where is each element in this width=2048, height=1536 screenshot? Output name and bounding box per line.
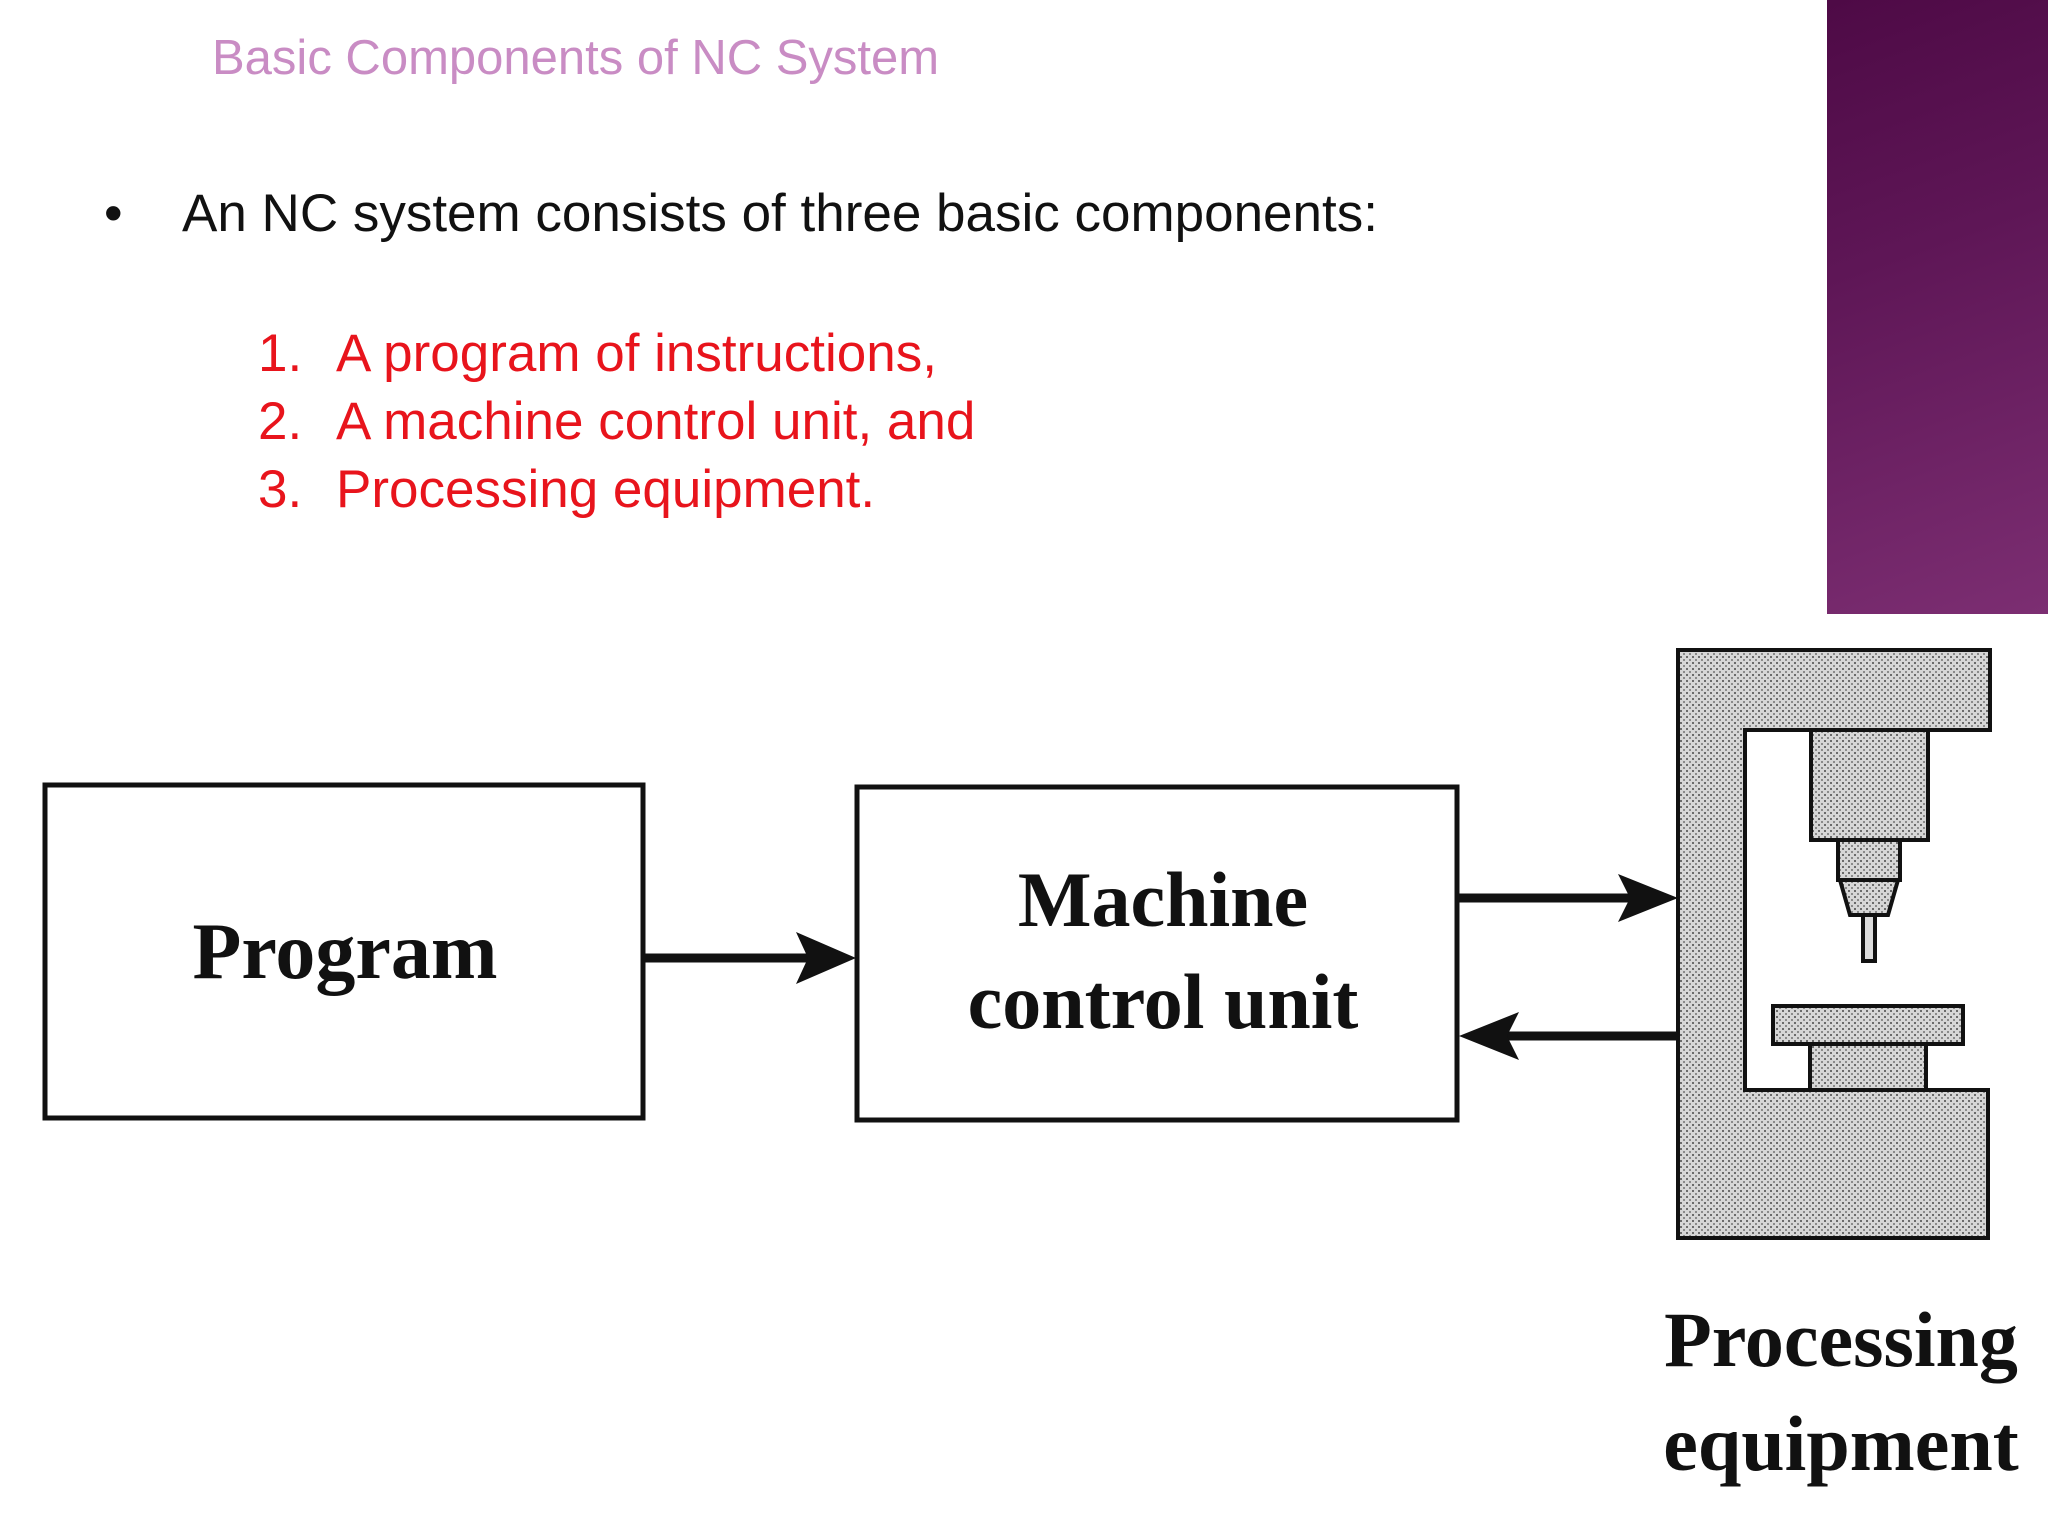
chuck — [1836, 838, 1902, 882]
list-item: 3. Processing equipment. — [258, 456, 975, 524]
numbered-list: 1. A program of instructions, 2. A machine… — [258, 320, 975, 524]
program-label: Program — [192, 908, 497, 996]
processing-equipment-illustration — [1676, 648, 1992, 1240]
arrow-program-to-mcu — [643, 932, 856, 984]
bullet-dot-icon: • — [104, 184, 123, 243]
list-text: Processing equipment. — [336, 460, 876, 519]
list-item: 1. A program of instructions, — [258, 320, 975, 388]
list-number: 1. — [258, 324, 303, 383]
list-item: 2. A machine control unit, and — [258, 388, 975, 456]
chuck-taper — [1837, 878, 1901, 917]
table-support — [1808, 1042, 1928, 1092]
mcu-label-line2: control unit — [968, 958, 1359, 1045]
spindle-head — [1809, 728, 1930, 842]
list-number: 3. — [258, 460, 303, 519]
mcu-label-line1: Machine — [1018, 856, 1308, 943]
bullet-text: An NC system consists of three basic com… — [182, 184, 1378, 243]
machine-control-unit-box — [854, 784, 1460, 1123]
worktable — [1771, 1004, 1965, 1046]
arrow-equipment-to-mcu — [1459, 1012, 1680, 1060]
equipment-label-line2: equipment — [1663, 1400, 2018, 1487]
bullet-item: • An NC system consists of three basic co… — [104, 183, 1378, 244]
equipment-label-line1: Processing — [1664, 1296, 2018, 1383]
list-number: 2. — [258, 392, 303, 451]
arrow-mcu-to-equipment — [1457, 874, 1678, 922]
tool-bit — [1861, 913, 1877, 963]
accent-panel — [1827, 0, 2048, 614]
list-text: A program of instructions, — [336, 324, 937, 383]
program-box — [42, 782, 646, 1121]
nc-system-diagram: Program Machine control unit — [42, 648, 2019, 1487]
slide-title: Basic Components of NC System — [212, 31, 940, 85]
list-text: A machine control unit, and — [336, 392, 976, 451]
